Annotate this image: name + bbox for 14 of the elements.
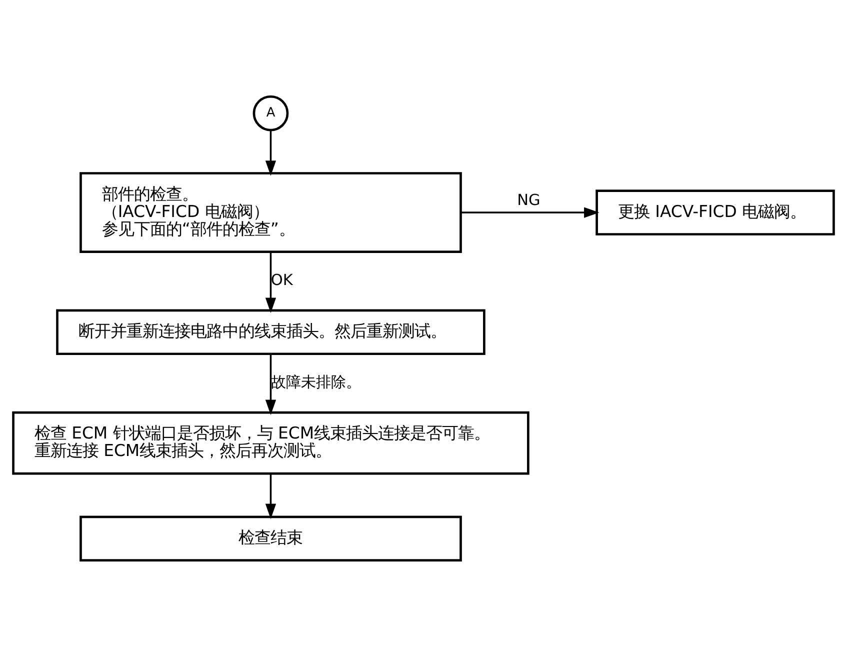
arrow: [265, 474, 276, 520]
node-box: 检查 ECM 针状端口是否损坏，与 ECM线束插头连接是否可靠。重新连接 ECM线束插头，然后再次测试。: [12, 411, 530, 475]
node-box: 断开并重新连接电路中的线束插头。然后重新测试。: [56, 309, 486, 356]
node-circle: A: [252, 95, 289, 132]
edge-label: OK: [270, 271, 293, 290]
arrow: [265, 252, 276, 313]
node-box: 检查结束: [80, 516, 462, 562]
edge-label: 故障未排除。: [270, 373, 361, 392]
node-box: 部件的检查。 （IACV-FICD 电磁阀） 参见下面的“部件的检查”。: [80, 172, 462, 254]
arrow: [460, 207, 600, 218]
arrow: [265, 130, 276, 176]
arrow: [265, 354, 276, 416]
node-box: 更换 IACV-FICD 电磁阀。: [596, 190, 835, 236]
edge-label: NG: [517, 190, 540, 209]
